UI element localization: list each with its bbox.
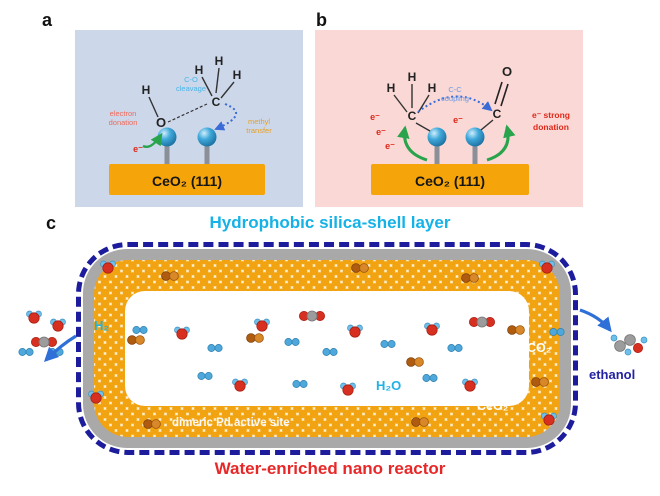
h-atom-label: H <box>428 81 437 95</box>
outflow-arrow-left <box>43 334 77 363</box>
surface-atom <box>197 127 217 147</box>
coupling-annotation: coupling <box>441 94 469 103</box>
h-atom-label: H <box>233 68 242 82</box>
nano-reactor-caption: Water-enriched nano reactor <box>214 459 446 478</box>
bond <box>220 81 235 99</box>
strong-donation-annotation: donation <box>533 122 569 132</box>
coupling-annotation: C-C <box>448 85 462 94</box>
c-atom-label: C <box>408 109 417 123</box>
panel-a: CeO₂ (111) H O H H H C C-O cleavage meth… <box>75 30 303 207</box>
electron-symbol: e⁻ <box>376 127 386 137</box>
co2-molecule <box>30 336 57 348</box>
electron-donation-annotation: donation <box>109 118 138 127</box>
ceria-slab-label: CeO₂ (111) <box>152 173 222 189</box>
ceria-slab-label: CeO₂ (111) <box>415 173 485 189</box>
cleavage-annotation: C-O <box>184 75 198 84</box>
h2o-label: H₂O <box>376 378 402 393</box>
outflow-arrow-right <box>579 308 612 333</box>
cc-coupling-arrow <box>417 95 493 113</box>
ethanol-molecule <box>610 334 648 356</box>
co2-label: CO₂ <box>527 341 552 355</box>
ceria-slab <box>109 164 265 195</box>
h2o-molecule <box>26 310 42 324</box>
electron-flow-arrow <box>486 124 516 162</box>
h2-molecule <box>18 348 34 356</box>
panel-b: CeO₂ (111) H H H C O C C-C coupling <box>315 30 583 207</box>
electron-symbol: e⁻ <box>133 144 143 154</box>
gray-shell <box>83 249 571 448</box>
panel-a-label: a <box>42 10 53 30</box>
bond <box>480 119 494 131</box>
bond <box>148 96 159 118</box>
electron-symbol: e⁻ <box>370 112 380 122</box>
h-atom-label: H <box>195 63 204 77</box>
cleaving-bond <box>167 103 208 123</box>
h-atom-label: H <box>215 54 224 68</box>
methyl-transfer-annotation: methyl <box>248 117 270 126</box>
cleavage-annotation: cleavage <box>176 84 206 93</box>
ceo2-label: CeO₂ <box>477 399 509 413</box>
pd-active-site-label: dimeric Pd active site <box>172 417 290 429</box>
bond <box>393 94 408 113</box>
h2-label: H₂ <box>94 318 110 333</box>
electron-symbol: e⁻ <box>385 141 395 151</box>
reactor-inner-cavity <box>125 291 529 406</box>
double-bond <box>500 83 509 107</box>
c-atom-label: C <box>493 107 502 121</box>
h-atom-label: H <box>408 70 417 84</box>
bond <box>417 94 430 114</box>
electron-donation-annotation: electron <box>110 109 137 118</box>
panel-a-scheme: CeO₂ (111) H O H H H C C-O cleavage meth… <box>109 54 272 195</box>
surface-atom <box>427 127 447 147</box>
h2o-molecule <box>50 318 66 332</box>
silica-shell-title: Hydrophobic silica-shell layer <box>209 213 451 232</box>
o-atom-label: O <box>502 64 512 79</box>
o-atom-label: O <box>156 115 166 130</box>
hydrophobic-shell-border <box>76 242 578 455</box>
electron-donation-arrow <box>142 133 163 149</box>
h-atom-label: H <box>387 81 396 95</box>
panel-c-label: c <box>46 213 57 233</box>
methyl-transfer-annotation: transfer <box>246 126 272 135</box>
ethanol-label: ethanol <box>589 367 636 382</box>
electron-flow-arrow <box>397 125 428 162</box>
surface-atom <box>465 127 485 147</box>
h-atom-label: H <box>142 83 151 97</box>
double-bond <box>494 81 503 105</box>
bond <box>415 122 431 132</box>
h2-molecule <box>48 348 64 356</box>
panel-b-label: b <box>316 10 327 30</box>
strong-donation-annotation: e⁻ strong <box>532 110 570 120</box>
ceria-slab <box>371 164 529 195</box>
electron-symbol: e⁻ <box>453 115 463 125</box>
c-atom-label: C <box>212 95 221 109</box>
bond <box>215 67 220 94</box>
bond <box>201 76 213 97</box>
panel-b-scheme: CeO₂ (111) H H H C O C C-C coupling <box>370 64 570 195</box>
